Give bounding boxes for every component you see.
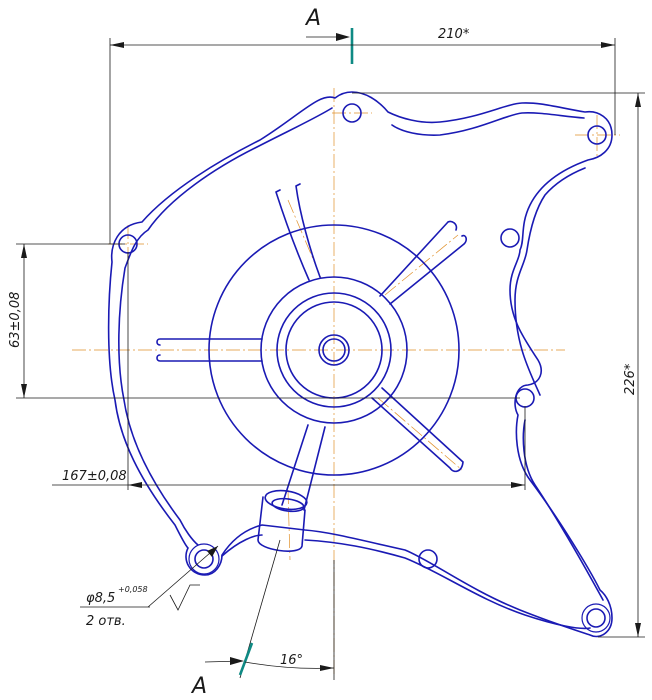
dim-width-arrow-right	[601, 42, 615, 48]
dim-horiz-arrow-right	[511, 482, 525, 488]
dim-width-arrow-left	[110, 42, 124, 48]
rib-left	[156, 338, 263, 362]
hole-bottom-right-boss	[581, 603, 611, 633]
hole-right-upper	[500, 228, 520, 248]
outer-contour	[107, 91, 613, 638]
roughness-mark	[169, 584, 200, 611]
dim-hole-vertical: 63±0,08	[8, 243, 520, 399]
dim-width-label: 210*	[438, 27, 470, 42]
central-hub	[208, 224, 460, 476]
angle-label: 16°	[280, 653, 303, 668]
section-cut-bottom	[238, 642, 254, 676]
hole-top	[342, 103, 362, 123]
dim-vert-arrow-bottom	[21, 384, 27, 398]
rib-upper-right	[379, 220, 467, 305]
hole-bottom-left	[194, 549, 214, 569]
hole-diameter-label: φ8,5	[86, 591, 115, 606]
hub-ring-middle	[276, 292, 392, 408]
hole-bottom-right	[586, 608, 606, 628]
boss-body	[257, 496, 306, 552]
dim-height: 226*	[352, 92, 645, 638]
rib-lower-right	[371, 387, 464, 473]
ribs	[156, 183, 467, 511]
callout-arrow	[207, 546, 218, 557]
boss-top-inner	[271, 497, 305, 513]
section-arrow-bottom-head	[230, 657, 244, 665]
shaft-bore-inner	[322, 338, 346, 362]
dim-angle: 16°	[244, 560, 335, 680]
hole-callout: φ8,5 +0,058 2 отв.	[80, 545, 219, 629]
boss-top	[264, 489, 308, 511]
rib-axis-3	[377, 397, 463, 471]
callout-leader	[147, 545, 219, 608]
section-letter-top: А	[304, 6, 321, 31]
hub-outer-disk	[208, 224, 460, 476]
centerlines	[72, 88, 620, 675]
mounting-holes	[118, 103, 611, 633]
hole-top-right	[587, 125, 607, 145]
dim-vert-label: 63±0,08	[8, 292, 23, 348]
hole-count-label: 2 отв.	[86, 614, 126, 629]
dim-horiz-label: 167±0,08	[62, 469, 127, 484]
dim-horiz-arrow-left	[128, 482, 142, 488]
section-mark: А А	[190, 6, 354, 699]
hole-bottom-middle	[418, 549, 438, 569]
inner-contour	[118, 107, 604, 630]
hole-bottom-left-boss	[188, 543, 220, 575]
angle-arrow-right	[320, 665, 334, 671]
hole-tolerance-label: +0,058	[118, 585, 148, 594]
boss-axis	[287, 489, 291, 561]
dim-height-label: 226*	[623, 363, 638, 395]
dim-hole-horizontal: 167±0,08	[52, 252, 526, 490]
section-arrow-top-head	[336, 33, 350, 41]
dim-height-arrow-bottom	[635, 623, 641, 637]
rib-upper-left	[275, 183, 321, 281]
dim-width: 210*	[109, 27, 616, 244]
section-letter-bottom: А	[190, 674, 207, 699]
dim-vert-arrow-top	[21, 244, 27, 258]
housing-outline	[107, 91, 613, 638]
shaft-bore-outer	[318, 334, 350, 366]
rib-axis-2	[384, 234, 459, 296]
hub-ring-outer	[260, 276, 408, 424]
dim-height-arrow-top	[635, 93, 641, 107]
